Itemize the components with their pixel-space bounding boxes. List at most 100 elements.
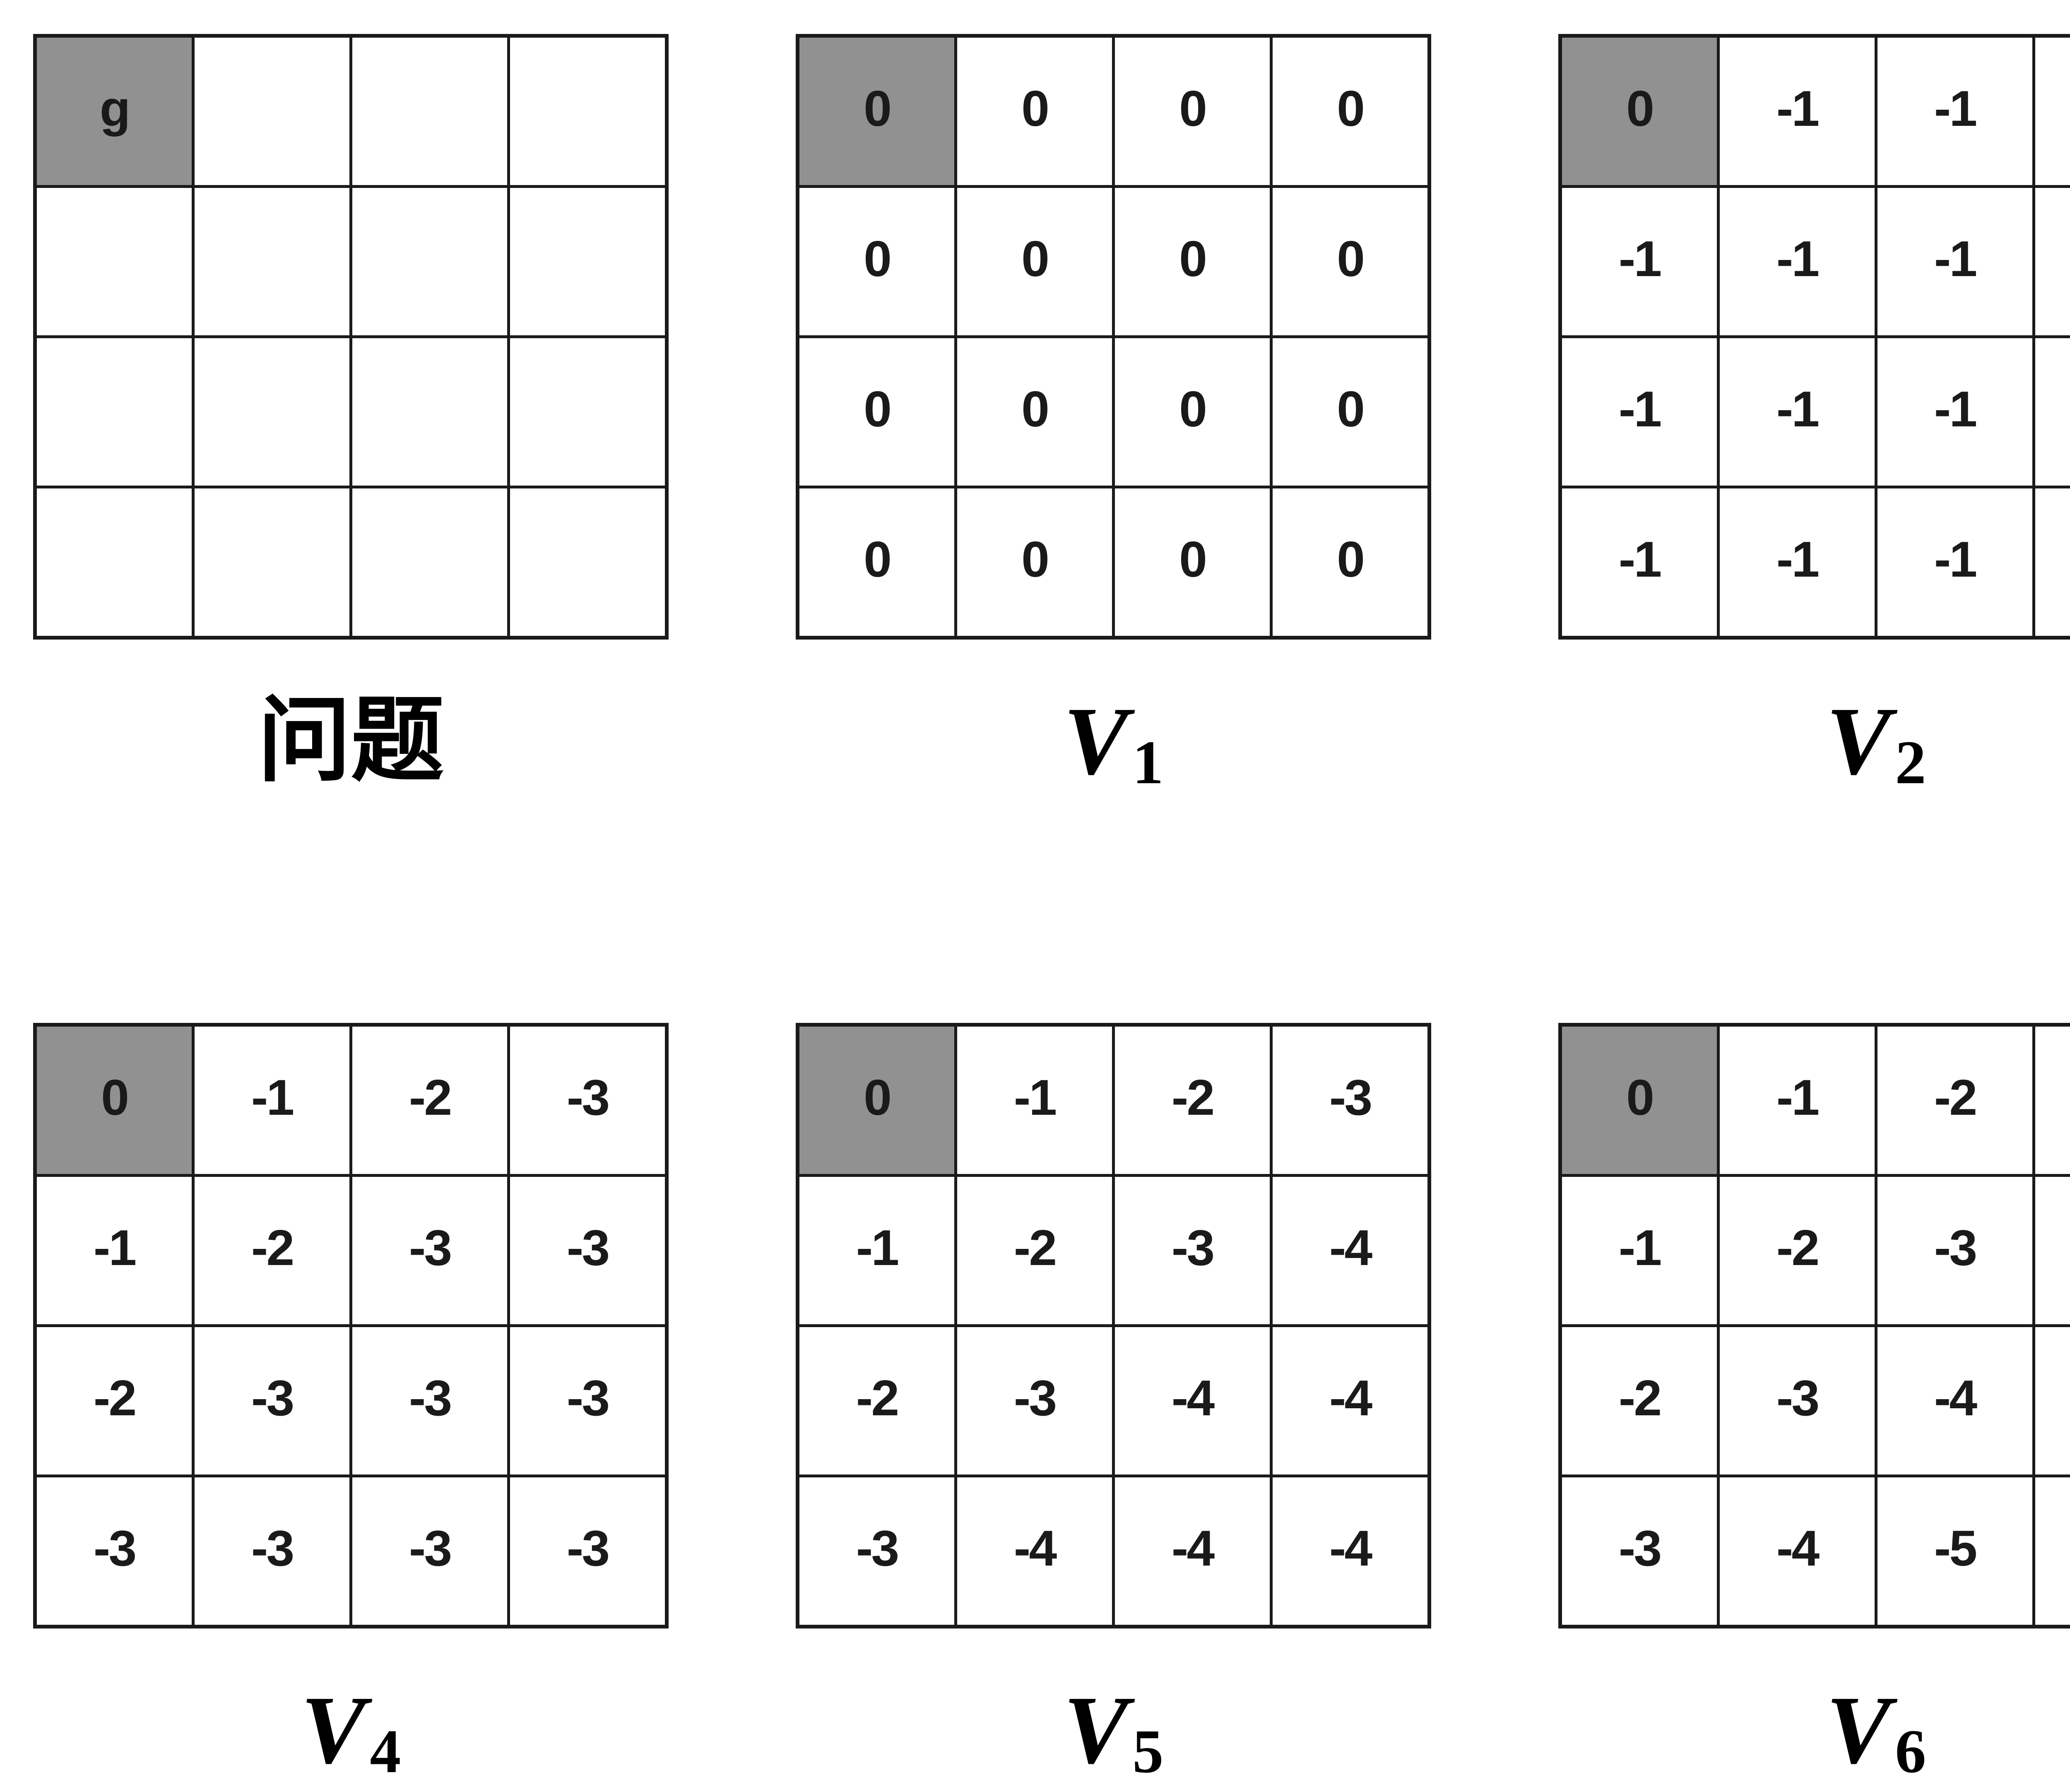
grid-cell-V6-r3c3: -5 [2034,1476,2070,1627]
grid-cell-V6-r0c3: -3 [2034,1025,2070,1176]
grid-cell-V5-r1c1: -2 [956,1176,1114,1326]
grid-cell-problem-r0c3 [509,36,667,187]
grid-cell-V5-r0c0: 0 [798,1025,956,1176]
grid-cell-V1-r3c3: 0 [1271,487,1430,638]
grid-cell-V6-r0c0: 0 [1560,1025,1719,1176]
grid-cell-problem-r3c1 [193,487,351,638]
grid-cell-problem-r0c2 [351,36,509,187]
grid-cell-V2-r1c1: -1 [1719,187,1876,337]
grid-cell-V5-r3c1: -4 [956,1476,1114,1627]
grid-cell-problem-r3c3 [509,487,667,638]
grid-cell-V1-r0c3: 0 [1271,36,1430,187]
grid-cell-problem-r1c3 [509,187,667,337]
grid-row: -1-2-3-3 [35,1176,667,1326]
grid-cell-V4-r0c1: -1 [193,1025,351,1176]
grid-cell-V2-r2c0: -1 [1560,337,1719,487]
grid-label-v: V [1826,693,1891,790]
grid-cell-V4-r0c3: -3 [509,1025,667,1176]
grid-row: -3-3-3-3 [35,1476,667,1627]
grid-cell-V2-r3c3: -1 [2034,487,2070,638]
grid-cell-V5-r2c2: -4 [1114,1326,1271,1476]
grid-cell-V4-r3c3: -3 [509,1476,667,1627]
grid-row: -2-3-4-4 [798,1326,1430,1476]
grid-cell-V1-r0c2: 0 [1114,36,1271,187]
grid-cell-V5-r2c1: -3 [956,1326,1114,1476]
grid-row [35,337,667,487]
grid-cell-V5-r2c3: -4 [1271,1326,1430,1476]
grid-row: -3-4-4-4 [798,1476,1430,1627]
grid-cell-V2-r0c2: -1 [1876,36,2034,187]
grid-cell-V6-r2c3: -5 [2034,1326,2070,1476]
grid-cell-problem-r1c1 [193,187,351,337]
grid-cell-V5-r3c3: -4 [1271,1476,1430,1627]
grid-cell-V6-r0c1: -1 [1719,1025,1876,1176]
grid-cell-problem-r3c2 [351,487,509,638]
grid-cell-V6-r1c3: -4 [2034,1176,2070,1326]
grid-cell-V1-r2c0: 0 [798,337,956,487]
grid-cell-V1-r2c2: 0 [1114,337,1271,487]
grid-cell-V5-r0c1: -1 [956,1025,1114,1176]
grid-cell-V6-r1c0: -1 [1560,1176,1719,1326]
grid-cell-V5-r1c2: -3 [1114,1176,1271,1326]
grid-label-subscript: 1 [1132,731,1163,794]
grid-table-V5: 0-1-2-3-1-2-3-4-2-3-4-4-3-4-4-4 [796,1023,1431,1628]
grid-cell-V6-r1c1: -2 [1719,1176,1876,1326]
grid-row: -2-3-4-5 [1560,1326,2070,1476]
grid-cell-V2-r0c0: 0 [1560,36,1719,187]
grid-label-v: V [301,1681,366,1779]
grid-cell-V1-r3c2: 0 [1114,487,1271,638]
grid-cell-V5-r1c3: -4 [1271,1176,1430,1326]
grid-row: -1-1-1-1 [1560,187,2070,337]
grid-row: 0-1-2-3 [1560,1025,2070,1176]
grid-cell-V5-r1c0: -1 [798,1176,956,1326]
grid-row: -3-4-5-5 [1560,1476,2070,1627]
grid-cell-V4-r2c1: -3 [193,1326,351,1476]
grid-row: -1-1-1-1 [1560,487,2070,638]
grid-cell-V1-r0c1: 0 [956,36,1114,187]
grid-cell-problem-r1c0 [35,187,193,337]
grid-cell-V6-r2c2: -4 [1876,1326,2034,1476]
grid-cell-V6-r2c0: -2 [1560,1326,1719,1476]
grid-cell-problem-r0c0: g [35,36,193,187]
grid-row: g [35,36,667,187]
grid-cell-V1-r0c0: 0 [798,36,956,187]
grid-cell-V4-r2c0: -2 [35,1326,193,1476]
grid-cell-V2-r3c2: -1 [1876,487,2034,638]
grid-cell-V2-r1c2: -1 [1876,187,2034,337]
grid-cell-V4-r0c0: 0 [35,1025,193,1176]
grid-cell-V2-r0c1: -1 [1719,36,1876,187]
grid-cell-V1-r1c0: 0 [798,187,956,337]
grid-cell-V5-r3c2: -4 [1114,1476,1271,1627]
grid-cell-problem-r2c2 [351,337,509,487]
grid-cell-V2-r0c3: -1 [2034,36,2070,187]
grid-row: 0-1-2-3 [35,1025,667,1176]
grid-cell-V5-r0c2: -2 [1114,1025,1271,1176]
grid-label-v: V [1826,1681,1891,1779]
grid-cell-V6-r3c2: -5 [1876,1476,2034,1627]
grid-cell-V6-r1c2: -3 [1876,1176,2034,1326]
grid-label-subscript: 2 [1895,731,1926,794]
grid-cell-V1-r1c1: 0 [956,187,1114,337]
grid-cell-V4-r2c2: -3 [351,1326,509,1476]
grid-cell-V2-r2c1: -1 [1719,337,1876,487]
grid-cell-problem-r1c2 [351,187,509,337]
grid-table-V4: 0-1-2-3-1-2-3-3-2-3-3-3-3-3-3-3 [33,1023,669,1628]
grid-row: -2-3-3-3 [35,1326,667,1476]
grid-cell-problem-r2c1 [193,337,351,487]
grid-label-v: V [1064,693,1129,790]
grid-cell-V6-r3c0: -3 [1560,1476,1719,1627]
grid-row: -1-2-3-4 [1560,1176,2070,1326]
grid-cell-problem-r2c0 [35,337,193,487]
